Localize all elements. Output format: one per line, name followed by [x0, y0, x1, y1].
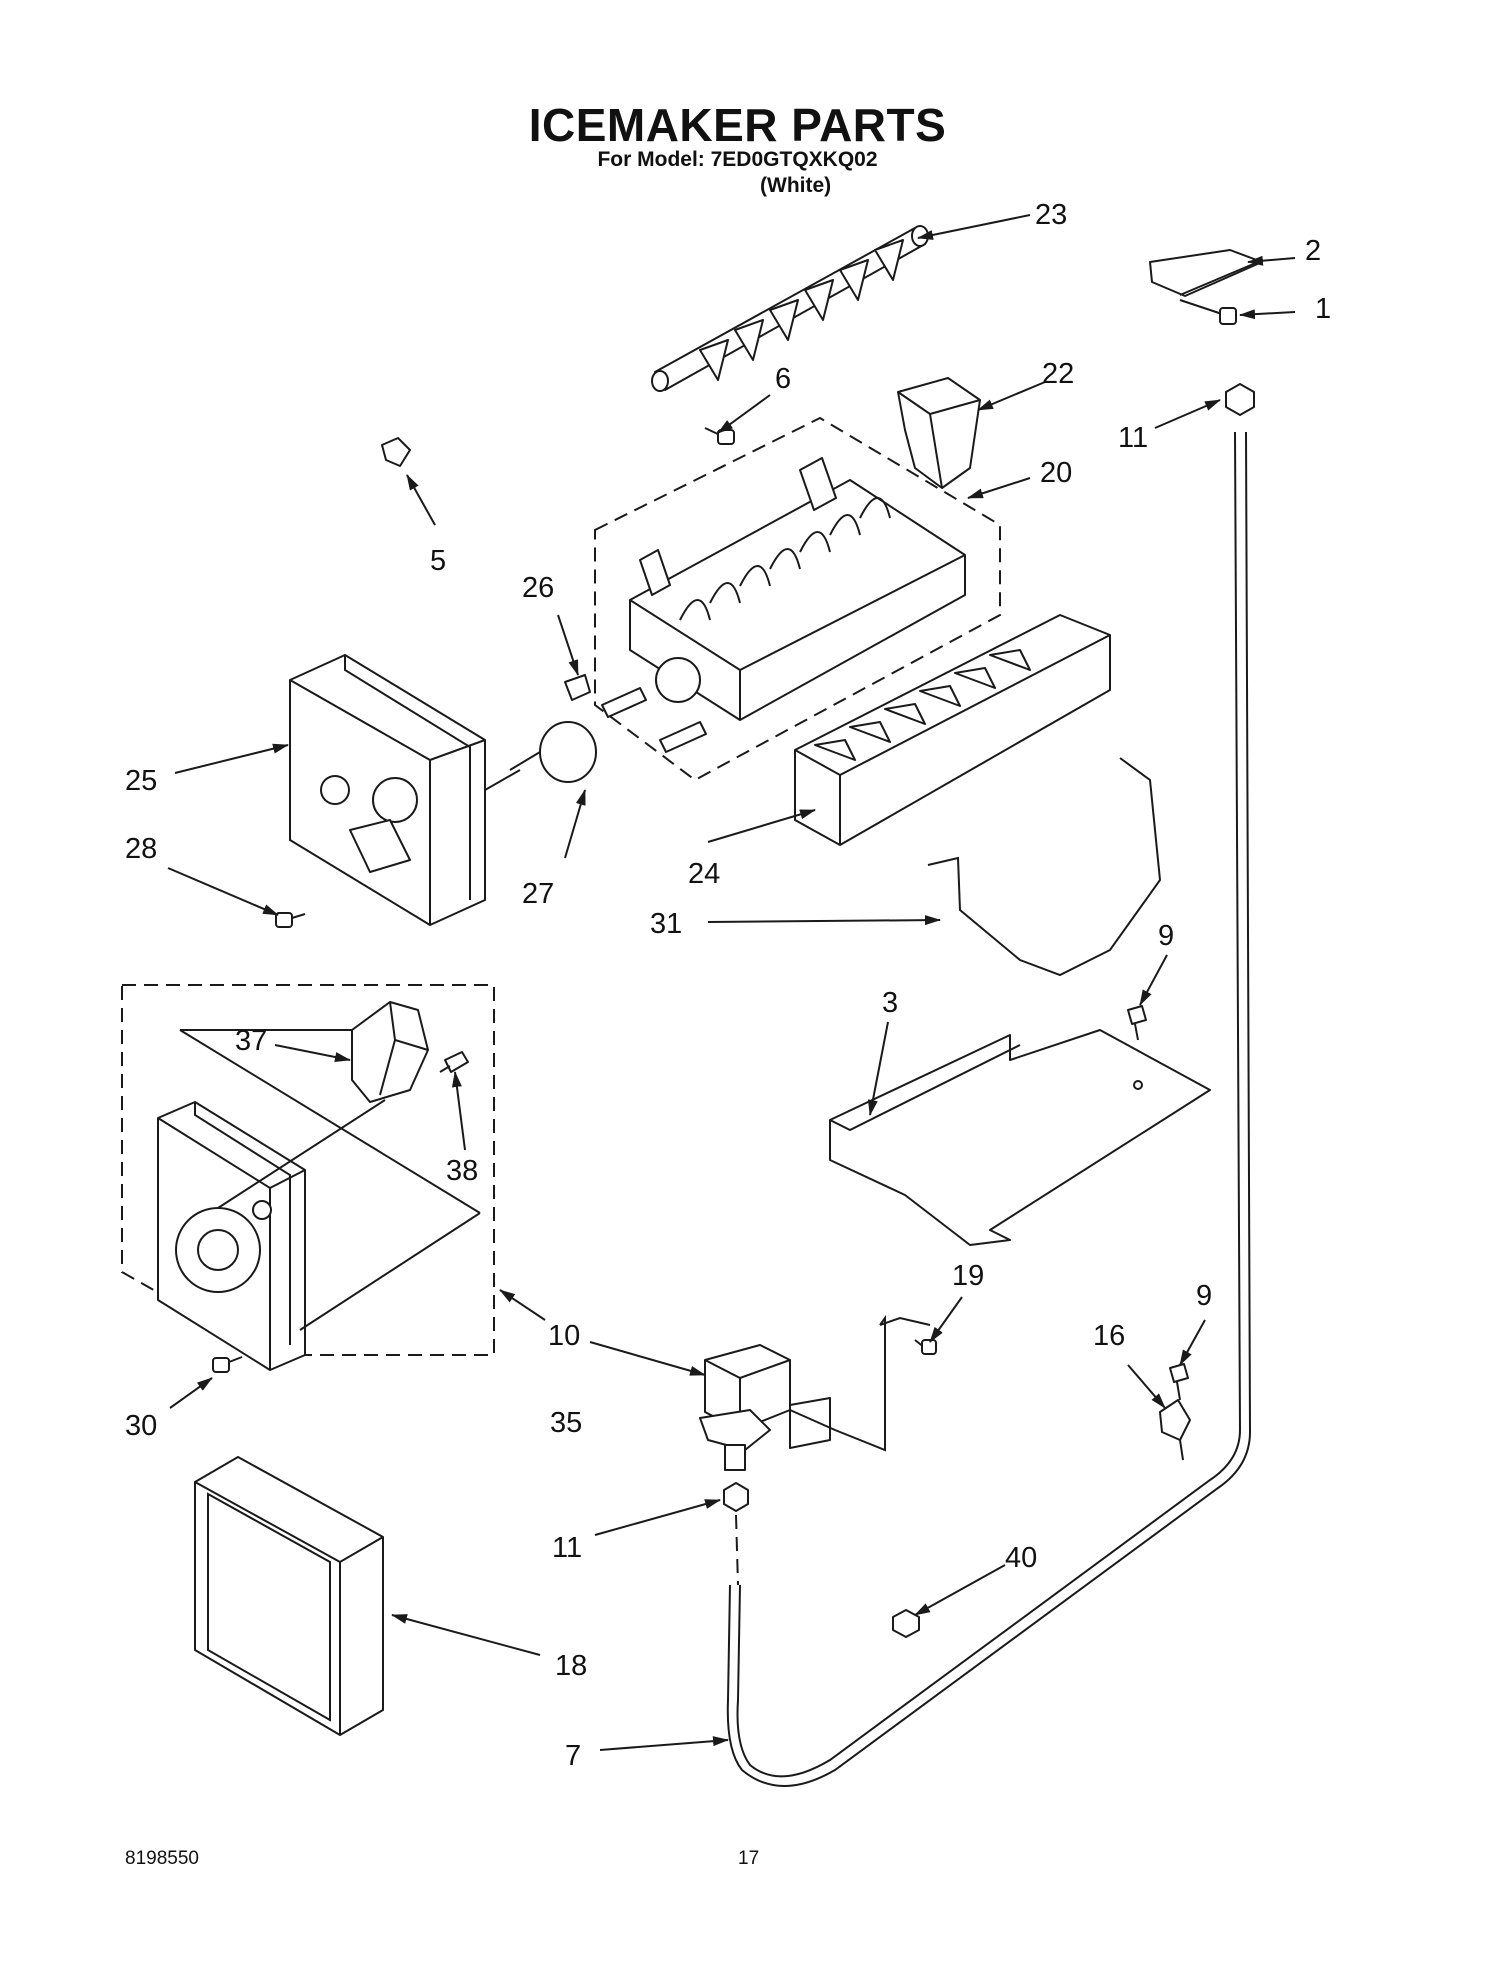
- document-number: 8198550: [125, 1848, 199, 1869]
- callout-35: 35: [550, 1407, 582, 1439]
- part-35-control-module: [157, 1101, 306, 1371]
- part-9-screw-upper: [1127, 1005, 1147, 1041]
- callout-24: 24: [688, 858, 720, 890]
- part-37-motor: [351, 1001, 429, 1103]
- part-40-nut: [892, 1609, 920, 1638]
- part-7-water-tube: [726, 431, 1252, 1787]
- callout-30: 30: [125, 1410, 157, 1442]
- part-11-nut-lower: [723, 1482, 749, 1586]
- part-9-screw-lower: [1169, 1363, 1189, 1401]
- part-19-screw: [914, 1339, 937, 1355]
- callout-25: 25: [125, 765, 157, 797]
- callout-28: 28: [125, 833, 157, 865]
- part-26-bearing: [564, 674, 591, 701]
- part-31-shutoff-arm: [927, 757, 1162, 977]
- callout-5: 5: [430, 545, 446, 577]
- callout-6: 6: [775, 363, 791, 395]
- part-23-ejector-shaft: [651, 225, 929, 392]
- callout-38: 38: [446, 1155, 478, 1187]
- callout-19: 19: [952, 1260, 984, 1292]
- callout-3: 3: [882, 987, 898, 1019]
- part-24-stripper: [794, 614, 1111, 846]
- callout-11-top: 11: [1118, 422, 1148, 454]
- callout-23: 23: [1035, 199, 1067, 231]
- callout-1: 1: [1315, 293, 1331, 325]
- part-1-screw: [1179, 299, 1237, 325]
- part-30-screw: [212, 1356, 243, 1373]
- part-20-outline: [594, 416, 1001, 782]
- part-2-bracket: [1149, 249, 1263, 297]
- callout-7: 7: [565, 1740, 581, 1772]
- callout-40: 40: [1005, 1542, 1037, 1574]
- part-27-coupling: [484, 721, 597, 791]
- page-title: ICEMAKER PARTS: [528, 99, 947, 151]
- callout-labels: 23 2 1 6 22 11 20 5 26 25 28 27 24 31 9 …: [125, 199, 1331, 1772]
- model-line: For Model: 7ED0GTQXKQ02: [597, 148, 878, 171]
- callout-2: 2: [1305, 235, 1321, 267]
- part-35-leader-lines: [179, 1029, 481, 1331]
- callout-26: 26: [522, 572, 554, 604]
- part-28-screw: [275, 912, 306, 928]
- callout-31: 31: [650, 908, 682, 940]
- callout-22: 22: [1042, 358, 1074, 390]
- part-38-screw: [439, 1051, 469, 1073]
- callout-10: 10: [548, 1320, 580, 1352]
- part-10-water-valve: [699, 1344, 831, 1471]
- page-number: 17: [738, 1848, 760, 1869]
- part-18-tray: [194, 1456, 384, 1736]
- callout-27: 27: [522, 878, 554, 910]
- part-3-mounting-plate: [829, 1029, 1211, 1246]
- part-5-clip: [381, 437, 411, 467]
- part-6-screw: [704, 427, 735, 445]
- leader-arrows: [167, 214, 1296, 1751]
- part-22-fill-cup: [897, 377, 981, 489]
- callout-9-lower: 9: [1196, 1280, 1212, 1312]
- part-20-ice-mold: [601, 457, 966, 753]
- part-16-clamp: [1159, 1399, 1191, 1461]
- part-35-outline: [121, 984, 495, 1356]
- callout-16: 16: [1093, 1320, 1125, 1352]
- part-10-leader-lines: [789, 1314, 931, 1452]
- callout-18: 18: [555, 1650, 587, 1682]
- callout-20: 20: [1040, 457, 1072, 489]
- part-11-nut-top: [1225, 383, 1255, 416]
- callout-37: 37: [235, 1025, 267, 1057]
- callout-11-lower: 11: [552, 1532, 582, 1564]
- callout-9-upper: 9: [1158, 920, 1174, 952]
- color-line: (White): [760, 174, 832, 197]
- part-25-housing: [289, 654, 486, 926]
